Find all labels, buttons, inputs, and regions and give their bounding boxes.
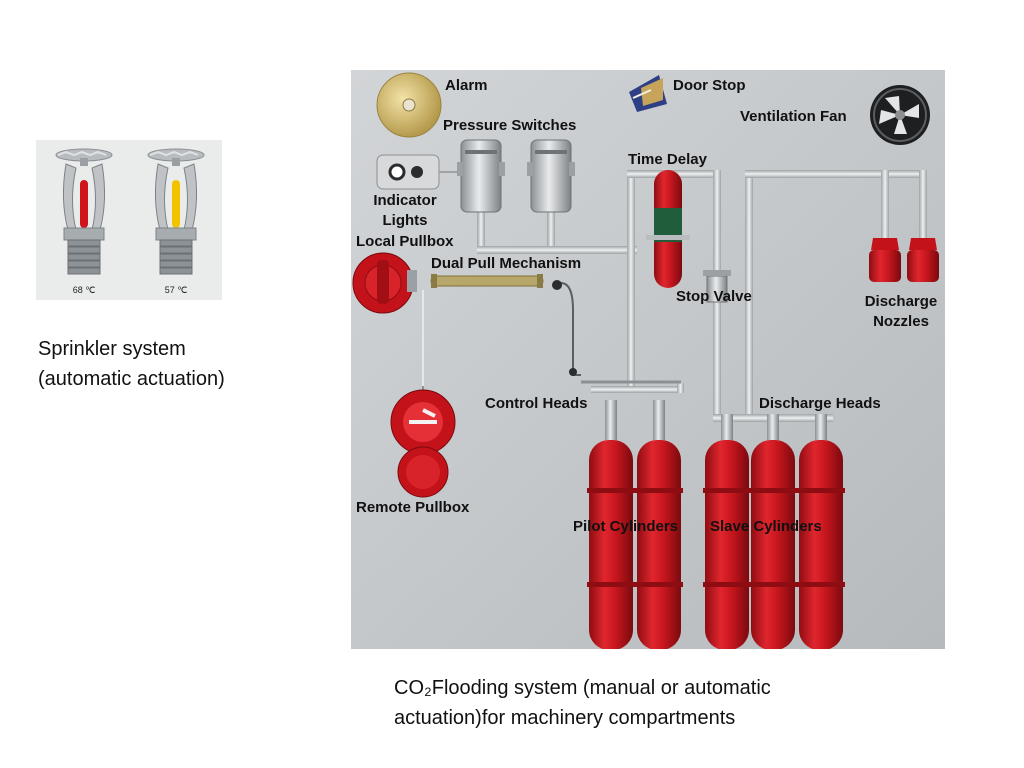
sprinkler-caption-line1: Sprinkler system [38, 338, 186, 360]
discharge-nozzle-1 [869, 238, 901, 282]
slave-cylinder-2 [749, 414, 797, 649]
slave-cylinders [703, 414, 845, 649]
remote-pullbox-icon[interactable] [390, 386, 456, 498]
time-delay-label: Time Delay [628, 151, 708, 168]
sprinkler-caption-line2: (automatic actuation) [38, 368, 225, 390]
sprinkler-temp-57: 57 ℃ [165, 285, 188, 295]
indicator-lights-icon [376, 154, 461, 190]
sprinkler-temp-68: 68 ℃ [73, 285, 96, 295]
alarm-bell-icon [376, 72, 442, 138]
co2-caption-line2: actuation)for machinery compartments [394, 707, 736, 729]
pilot-cylinder-1 [587, 400, 635, 649]
stop-valve-label: Stop Valve [676, 288, 752, 305]
indicator-lights-label-1: Indicator [373, 192, 437, 209]
local-pullbox-icon[interactable] [352, 252, 417, 314]
indicator-lights-label-2: Lights [383, 212, 428, 229]
pilot-cylinders-label: Pilot Cylinders [573, 518, 678, 535]
sprinkler-caption: Sprinkler system (automatic actuation) [38, 334, 225, 394]
ventilation-fan-label: Ventilation Fan [740, 108, 847, 125]
discharge-nozzles-label-1: Discharge [865, 293, 938, 310]
dual-pull-label: Dual Pull Mechanism [431, 255, 581, 272]
sprinkler-yellow-bulb [147, 148, 205, 275]
slave-cylinder-3 [797, 414, 845, 649]
co2-caption-line1: CO₂Flooding system (manual or automatic [394, 677, 771, 699]
pilot-cylinder-2 [635, 400, 683, 649]
co2-flooding-diagram: Alarm Door Stop Ventilation Fan Pressure… [351, 70, 945, 649]
remote-pullbox-label: Remote Pullbox [356, 499, 470, 516]
stop-valve-icon[interactable] [703, 270, 731, 303]
pressure-switch-1 [457, 139, 505, 213]
pilot-cylinders [587, 400, 683, 649]
discharge-nozzles-label-2: Nozzles [873, 313, 929, 330]
door-stop-icon [629, 75, 667, 112]
sprinkler-red-bulb [55, 148, 113, 275]
time-delay-cylinder [646, 170, 690, 288]
slave-cylinders-label: Slave Cylinders [710, 518, 822, 535]
discharge-heads-label: Discharge Heads [759, 395, 881, 412]
slave-cylinder-1 [703, 414, 751, 649]
alarm-label: Alarm [445, 77, 488, 94]
local-pullbox-label: Local Pullbox [356, 233, 454, 250]
control-heads-label: Control Heads [485, 395, 588, 412]
dual-pull-mechanism [430, 274, 577, 376]
sprinkler-photo: 68 ℃ 57 ℃ [36, 140, 222, 300]
pressure-switches-label: Pressure Switches [443, 117, 576, 134]
door-stop-label: Door Stop [673, 77, 746, 94]
co2-caption: CO₂Flooding system (manual or automatic … [394, 673, 771, 733]
pressure-switch-2 [527, 139, 575, 213]
ventilation-fan-icon [870, 85, 930, 145]
discharge-nozzle-2 [907, 238, 939, 282]
